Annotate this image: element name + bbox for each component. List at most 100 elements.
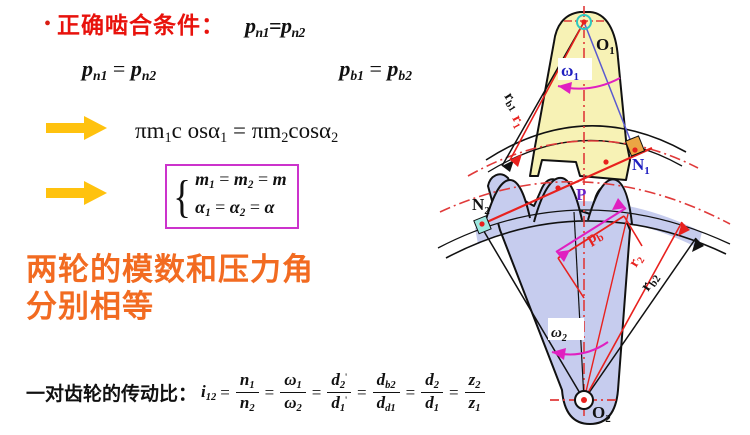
label-O1: O1 <box>596 35 615 57</box>
label-omega1: ω1 <box>561 61 579 83</box>
f4-den-sub: 1 <box>433 402 440 414</box>
fraction-d-num: d2 <box>421 370 444 393</box>
pi-rhs-cos: cosα <box>288 118 332 143</box>
f5-num-var: z <box>468 370 476 389</box>
pb-sub1: b1 <box>350 67 364 83</box>
heading-eq-p1: p <box>245 13 256 38</box>
fraction-dprime-num: d2' <box>327 371 352 393</box>
transmission-ratio-formula: i12 = n1 n2 = ω1 ω2 = d2' d1' = db2 dd1 … <box>201 371 486 414</box>
ratio-eq-1: = <box>264 382 275 402</box>
omega1-arc <box>557 77 621 94</box>
pb-p1: p <box>339 56 351 81</box>
pn-equals: = <box>107 56 131 81</box>
heading-eq-sub1: n1 <box>255 24 270 40</box>
ratio-eq-4: = <box>405 382 416 402</box>
boxed-line-pressure-angles: α1 = α2 = α <box>195 197 287 224</box>
box-a-eq1: = <box>210 197 230 218</box>
fraction-omega-num: ω1 <box>280 371 306 393</box>
f0-num-var: n <box>239 370 250 389</box>
pn-p1: p <box>82 56 93 81</box>
pb-equals: = <box>363 56 388 81</box>
bullet-dot-icon: • <box>44 13 52 35</box>
fraction-z-den: z1 <box>465 393 485 414</box>
gear2-body <box>475 173 702 425</box>
pi-lhs-cos-sub: 1 <box>220 129 228 146</box>
f5-den-sub: 1 <box>475 402 481 414</box>
f0-den-var: n <box>239 393 250 412</box>
box-a3: α <box>264 197 275 218</box>
gear-meshing-diagram: O1 O2 ω1 ω2 rb1 r1 rb2 r2 <box>430 0 750 435</box>
boxed-line-modules: m1 = m2 = m <box>195 169 287 196</box>
ratio-eq-0: = <box>220 382 230 402</box>
f3-den-sub: d1 <box>385 402 396 414</box>
fraction-dprime-den: d1' <box>327 393 351 414</box>
f1-num-var: ω <box>284 370 297 389</box>
f3-den-var: d <box>376 393 386 412</box>
f1-den-var: ω <box>284 393 297 412</box>
box-m1: m <box>195 169 210 189</box>
label-rb1: rb1 <box>499 90 523 114</box>
bullet-heading-row: • 正确啮合条件： pn1=pn2 <box>44 6 305 41</box>
heading-eq-sub2: n2 <box>291 24 305 40</box>
f2-num-sub: 2 <box>339 379 346 391</box>
f2-den-sub: 1 <box>339 402 346 414</box>
pb-dimension-arrow <box>555 198 627 262</box>
line-of-action <box>477 146 653 228</box>
right-angle-marker-N1 <box>624 135 646 157</box>
O1-N1-line <box>583 21 636 153</box>
f0-den-sub: 2 <box>249 402 255 414</box>
module-pressure-equation: πm1c osα1 = πm2cosα2 <box>135 118 338 147</box>
f2-den-var: d <box>331 393 340 412</box>
fraction-n-den: n2 <box>236 393 259 414</box>
pi-lhs-m: m <box>146 118 165 143</box>
ratio-eq-2: = <box>311 382 322 402</box>
fraction-db-den: dd1 <box>373 393 400 414</box>
r1-line <box>509 21 585 161</box>
omega1-label-bg <box>558 58 592 80</box>
pi-rhs-cos-sub: 2 <box>331 129 339 146</box>
pi-rhs-symbol: π <box>251 118 264 143</box>
conclusion-text: 两轮的模数和压力角 分别相等 <box>26 252 314 325</box>
fraction-d-prime: d2' d1' <box>327 371 352 414</box>
f4-num-var: d <box>425 370 434 389</box>
boxed-equation-system: { m1 = m2 = m α1 = α2 = α <box>165 164 299 230</box>
ratio-i: i <box>201 382 206 402</box>
heading-eq-mid: =p <box>268 13 292 38</box>
f1-num-sub: 1 <box>296 379 302 391</box>
fraction-z-num: z2 <box>464 370 485 393</box>
fraction-z: z2 z1 <box>464 370 485 414</box>
box-m1-sub: 1 <box>209 179 215 192</box>
omega2-label-bg <box>548 318 584 340</box>
box-a2-sub: 2 <box>239 207 246 220</box>
boxed-lines: m1 = m2 = m α1 = α2 = α <box>195 169 287 224</box>
pb-sub2: b2 <box>398 67 412 83</box>
f4-den-var: d <box>425 393 434 412</box>
pi-lhs-symbol: π <box>135 118 147 143</box>
box-m2: m <box>233 169 248 189</box>
pn-p2: p <box>130 56 142 81</box>
pn-sub1: n1 <box>93 67 108 83</box>
label-omega2: ω2 <box>551 325 567 344</box>
left-brace: { <box>173 170 191 222</box>
ratio-i-sub: 12 <box>205 391 217 403</box>
f2-den-prime: ' <box>345 395 348 407</box>
box-m3: m <box>272 169 287 189</box>
f1-den-sub: 2 <box>296 402 302 414</box>
f0-num-sub: 1 <box>249 379 255 391</box>
heading-chinese-text: 正确啮合条件： <box>57 13 226 39</box>
pi-equals: = <box>227 118 252 143</box>
heading-equation: pn1=pn2 <box>245 13 305 41</box>
transmission-ratio-row: 一对齿轮的传动比： i12 = n1 n2 = ω1 ω2 = d2' d1' … <box>26 371 487 414</box>
fraction-db-num: db2 <box>372 371 400 393</box>
pi-lhs-cos: c osα <box>171 118 221 143</box>
rb2-line <box>583 237 697 401</box>
fraction-d: d2 d1 <box>421 370 444 414</box>
O2-N2-line <box>481 227 585 401</box>
box-m-eq1: = <box>214 169 234 189</box>
implies-arrow-2-icon <box>46 180 108 206</box>
f3-num-sub: b2 <box>385 379 396 391</box>
pn-sub2: n2 <box>141 67 157 83</box>
omega2-arc <box>551 341 609 360</box>
fraction-omega-den: ω2 <box>280 393 306 414</box>
